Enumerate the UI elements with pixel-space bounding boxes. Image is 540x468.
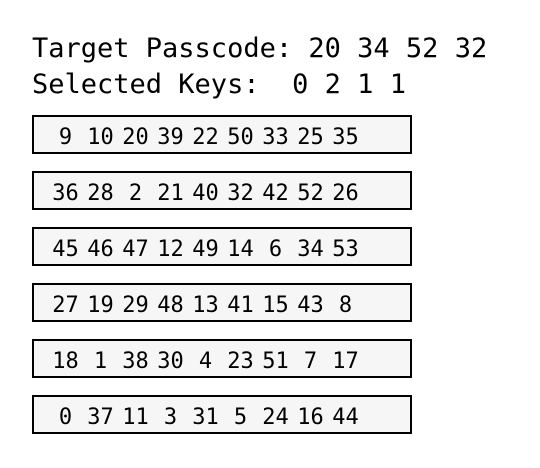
selected-value: 2 xyxy=(324,69,341,100)
key-button[interactable]: 13 xyxy=(192,293,219,318)
key-button[interactable]: 20 xyxy=(122,125,149,150)
key-button[interactable]: 43 xyxy=(297,293,324,318)
key-button[interactable]: 8 xyxy=(338,293,353,318)
key-button[interactable]: 18 xyxy=(52,349,79,374)
key-row: 9 10 20 39 22 50 33 25 35 xyxy=(32,115,412,154)
key-button[interactable]: 6 xyxy=(268,237,283,262)
key-button[interactable]: 22 xyxy=(192,125,219,150)
key-button[interactable]: 51 xyxy=(262,349,289,374)
selected-keys: Selected Keys: 0 2 1 1 xyxy=(32,69,406,101)
key-button[interactable]: 14 xyxy=(227,237,254,262)
target-value: 20 xyxy=(308,33,341,64)
key-button[interactable]: 41 xyxy=(227,293,254,318)
key-button[interactable]: 50 xyxy=(227,125,254,150)
key-row: 18 1 38 30 4 23 51 7 17 xyxy=(32,339,412,378)
target-value: 32 xyxy=(454,33,488,64)
key-button[interactable]: 2 xyxy=(128,181,143,206)
key-button[interactable]: 47 xyxy=(122,237,149,262)
key-row: 36 28 2 21 40 32 42 52 26 xyxy=(32,171,412,210)
key-button[interactable]: 27 xyxy=(52,293,79,318)
target-passcode-label: Target Passcode: xyxy=(32,33,293,64)
target-value: 34 xyxy=(357,33,390,64)
key-button[interactable]: 35 xyxy=(332,125,359,150)
key-button[interactable]: 26 xyxy=(332,181,359,206)
key-button[interactable]: 46 xyxy=(87,237,114,262)
key-button[interactable]: 3 xyxy=(163,405,178,430)
key-button[interactable]: 40 xyxy=(192,181,219,206)
key-button[interactable]: 21 xyxy=(157,181,184,206)
key-button[interactable]: 45 xyxy=(52,237,79,262)
key-button[interactable]: 4 xyxy=(198,349,213,374)
key-button[interactable]: 42 xyxy=(262,181,289,206)
key-button[interactable]: 17 xyxy=(332,349,359,374)
key-button[interactable]: 38 xyxy=(122,349,149,374)
selected-value: 1 xyxy=(357,69,374,100)
key-button[interactable]: 9 xyxy=(58,125,73,150)
key-button[interactable]: 23 xyxy=(227,349,254,374)
key-button[interactable]: 28 xyxy=(87,181,114,206)
key-button[interactable]: 0 xyxy=(58,405,73,430)
selected-value: 1 xyxy=(389,69,406,100)
selected-value: 0 xyxy=(292,69,309,100)
key-button[interactable]: 19 xyxy=(87,293,114,318)
key-button[interactable]: 49 xyxy=(192,237,219,262)
key-button[interactable]: 37 xyxy=(87,405,114,430)
key-button[interactable]: 5 xyxy=(233,405,248,430)
key-button[interactable]: 1 xyxy=(93,349,108,374)
key-button[interactable]: 32 xyxy=(227,181,254,206)
key-row: 45 46 47 12 49 14 6 34 53 xyxy=(32,227,412,266)
key-button[interactable]: 24 xyxy=(262,405,289,430)
key-button[interactable]: 53 xyxy=(332,237,359,262)
key-button[interactable]: 7 xyxy=(303,349,318,374)
key-button[interactable]: 16 xyxy=(297,405,324,430)
key-button[interactable]: 29 xyxy=(122,293,149,318)
key-button[interactable]: 30 xyxy=(157,349,184,374)
key-button[interactable]: 48 xyxy=(157,293,184,318)
key-button[interactable]: 36 xyxy=(52,181,79,206)
key-button[interactable]: 33 xyxy=(262,125,289,150)
key-button[interactable]: 15 xyxy=(262,293,289,318)
key-row: 27 19 29 48 13 41 15 43 8 xyxy=(32,283,412,322)
target-passcode: Target Passcode: 20 34 52 32 xyxy=(32,33,487,65)
key-button[interactable]: 10 xyxy=(87,125,114,150)
key-button[interactable]: 34 xyxy=(297,237,324,262)
key-button[interactable]: 39 xyxy=(157,125,184,150)
key-button[interactable]: 52 xyxy=(297,181,324,206)
target-value: 52 xyxy=(405,33,439,64)
key-button[interactable]: 44 xyxy=(332,405,359,430)
key-row: 0 37 11 3 31 5 24 16 44 xyxy=(32,395,412,434)
key-button[interactable]: 12 xyxy=(157,237,184,262)
key-button[interactable]: 31 xyxy=(192,405,219,430)
selected-keys-label: Selected Keys: xyxy=(32,69,260,100)
key-button[interactable]: 25 xyxy=(297,125,324,150)
key-button[interactable]: 11 xyxy=(122,405,149,430)
